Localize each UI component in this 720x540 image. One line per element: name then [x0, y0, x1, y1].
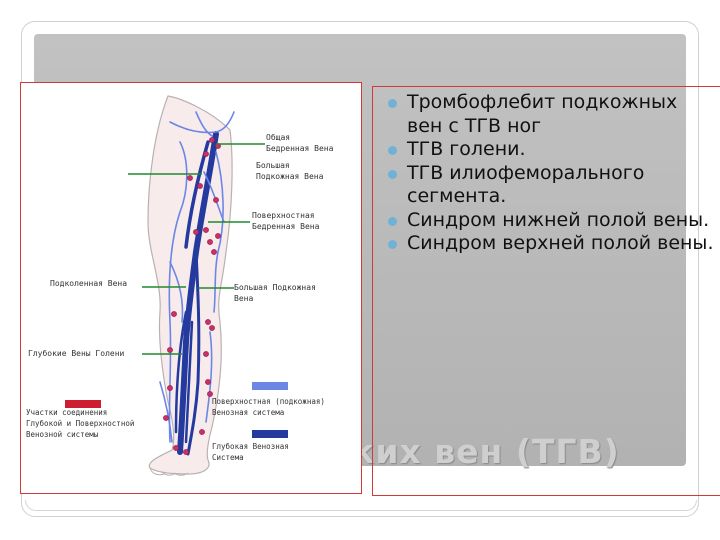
- bullet-text: ТГВ голени.: [407, 138, 526, 160]
- bullet-item: Синдром верхней полой вены.: [388, 232, 718, 256]
- label-great-saphenous-vein-mid-2: Вена: [234, 294, 253, 303]
- bullet-list: Тромбофлебит подкожных вен с ТГВ ног ТГВ…: [388, 91, 718, 256]
- legend-perforator-swatch: [65, 400, 101, 408]
- deep-vein-system: [174, 131, 219, 456]
- legend-superficial-label: Поверхностная (подкожная): [212, 397, 325, 406]
- legend-deep-label: Глубокая Венозная: [212, 442, 289, 451]
- bullet-dot-icon: [388, 169, 397, 179]
- bullet-text: Синдром нижней полой вены.: [407, 208, 710, 231]
- bullet-item: ТГВ илиофеморального сегмента.: [388, 162, 718, 209]
- legend-deep-label-2: Система: [212, 453, 244, 462]
- bullet-text: Тромбофлебит подкожных вен с ТГВ ног: [407, 91, 678, 137]
- label-superficial-femoral-vein-2: Бедренная Вена: [252, 222, 320, 231]
- bullet-text: ТГВ илиофеморального сегмента.: [407, 161, 645, 208]
- legend-deep-swatch: [252, 430, 288, 438]
- bullet-dot-icon: [388, 99, 397, 108]
- bullet-item: Тромбофлебит подкожных вен с ТГВ ног: [388, 91, 718, 138]
- label-great-saphenous-vein-top: Большая: [256, 161, 290, 170]
- slide-bottom-rule: [25, 500, 697, 511]
- label-common-femoral-vein-2: Бедренная Вена: [266, 144, 334, 153]
- label-great-saphenous-vein-mid: Большая Подкожная: [234, 283, 316, 292]
- leg-veins-diagram: Общая Бедренная Вена Большая Подкожная В…: [26, 95, 334, 476]
- text-placeholder-frame: [372, 86, 720, 496]
- bullet-item: Синдром нижней полой вены.: [388, 209, 718, 233]
- bullet-item: ТГВ голени.: [388, 138, 718, 162]
- bullet-dot-icon: [388, 216, 397, 226]
- legend-perforator-label: Участки соединения: [26, 408, 107, 417]
- bullet-dot-icon: [388, 146, 397, 155]
- label-deep-calf-veins: Глубокие Вены Голени: [28, 348, 125, 358]
- leader-lines: [128, 143, 265, 355]
- foot-toes: [149, 467, 189, 476]
- legend-superficial-label-2: Венозная система: [212, 408, 284, 417]
- slide-title: ких вен (ТГВ): [352, 432, 620, 471]
- label-popliteal-vein: Подколенная Вена: [50, 279, 127, 288]
- legend-perforator-label-3: Венозной системы: [26, 430, 99, 439]
- bullet-dot-icon: [388, 240, 397, 249]
- label-great-saphenous-vein-top-2: Подкожная Вена: [256, 172, 324, 181]
- legend-perforator-label-2: Глубокой и Поверхностной: [26, 419, 134, 428]
- bullet-text: Синдром верхней полой вены.: [407, 232, 714, 254]
- legend-superficial-swatch: [252, 382, 288, 390]
- label-common-femoral-vein: Общая: [266, 132, 290, 142]
- label-superficial-femoral-vein: Поверхностная: [252, 211, 315, 220]
